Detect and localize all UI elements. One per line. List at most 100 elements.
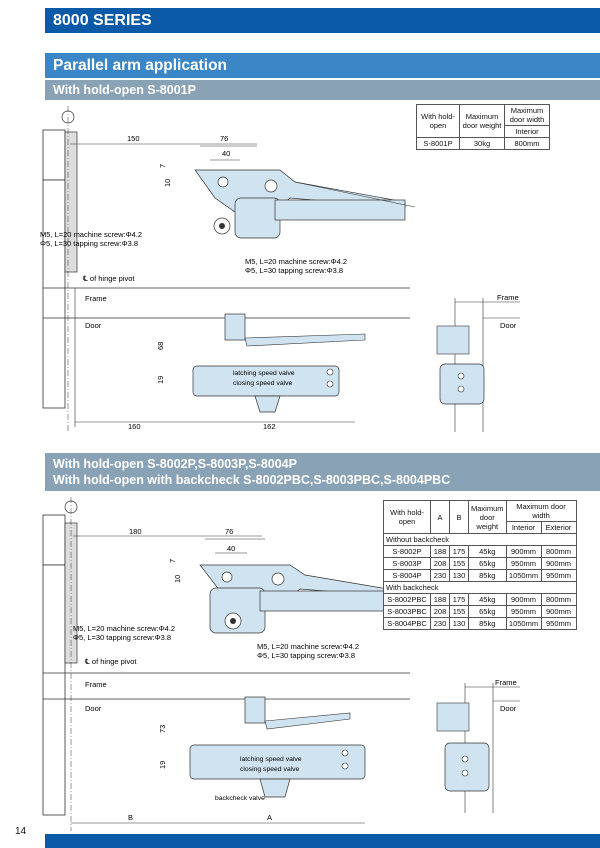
frame-label: Frame <box>85 294 107 303</box>
table-cell: S-8002P <box>383 545 431 558</box>
table-cell: S-8003PBC <box>383 605 431 618</box>
table-cell: 208 <box>430 605 450 618</box>
closing-valve-label: closing speed valve <box>240 766 300 773</box>
closer-top-view <box>199 564 401 634</box>
hinge-graphic <box>64 131 78 273</box>
table-cell: 155 <box>449 557 469 570</box>
th-max-width: Maximum door width <box>505 500 577 522</box>
table-cell: S-8004PBC <box>383 617 431 630</box>
th-interior: Interior <box>505 521 542 534</box>
dim-7: 7 <box>158 164 167 168</box>
footer-bar <box>45 834 600 848</box>
latching-valve-label: latching speed valve <box>240 756 302 763</box>
closer-front-view <box>189 696 366 798</box>
table-cell: 45kg <box>468 593 507 606</box>
th-with-holdopen: With hold-open <box>416 104 460 138</box>
diagram-s8002p: 180 76 40 7 10 M5, L=20 machine screw:Φ4… <box>42 497 520 831</box>
dim-68: 68 <box>156 342 165 350</box>
table-cell: 950mm <box>540 617 577 630</box>
th-max-width: Maximum door width <box>504 104 550 126</box>
door-label: Door <box>85 321 102 330</box>
table-cell: 130 <box>449 617 469 630</box>
closer-side-view <box>436 683 520 813</box>
dim-40: 40 <box>222 149 230 158</box>
th-exterior: Exterior <box>540 521 577 534</box>
th-b: B <box>449 500 469 534</box>
closing-valve-label: closing speed valve <box>233 380 293 387</box>
table-row: S-8004PBC 230 130 85kg 1050mm 950mm <box>383 617 577 630</box>
table-cell: 900mm <box>540 605 577 618</box>
screw-note-1b: Φ5, L=30 tapping screw:Φ3.8 <box>73 633 171 642</box>
screw-note-1a: M5, L=20 machine screw:Φ4.2 <box>40 230 142 239</box>
screw-note-2b: Φ5, L=30 tapping screw:Φ3.8 <box>245 266 343 275</box>
table-cell: 188 <box>430 545 450 558</box>
table-cell: 65kg <box>468 605 507 618</box>
side-door-label: Door <box>500 321 517 330</box>
wall-panel <box>42 179 66 409</box>
frame-label: Frame <box>85 680 107 689</box>
table-cell: 800mm <box>540 593 577 606</box>
series-header: 8000 SERIES <box>45 8 600 33</box>
dim-40: 40 <box>227 544 235 553</box>
table-cell: 230 <box>430 617 450 630</box>
screw-note-2a: M5, L=20 machine screw:Φ4.2 <box>245 257 347 266</box>
side-frame-label: Frame <box>497 293 519 302</box>
hinge-pivot-label: ℄ of hinge pivot <box>84 657 137 666</box>
table-cell: 800mm <box>540 545 577 558</box>
table-cell: 208 <box>430 557 450 570</box>
th-a: A <box>430 500 450 534</box>
subsection-title-1: With hold-open S-8001P <box>45 80 600 100</box>
screw-note-1a: M5, L=20 machine screw:Φ4.2 <box>73 624 175 633</box>
side-door-label: Door <box>500 704 517 713</box>
door-label: Door <box>85 704 102 713</box>
table-cell: 800mm <box>504 137 550 150</box>
dim-19: 19 <box>158 761 167 769</box>
section-title: Parallel arm application <box>45 53 600 78</box>
table-cell: S-8004P <box>383 569 431 582</box>
backcheck-valve-label: backcheck valve <box>215 795 265 802</box>
dim-19: 19 <box>156 376 165 384</box>
table-row: S-8002PBC 188 175 45kg 900mm 800mm <box>383 593 577 606</box>
table-cell: 188 <box>430 593 450 606</box>
table-row: S-8003PBC 208 155 65kg 950mm 900mm <box>383 605 577 618</box>
subsection-title-2-line2: With hold-open with backcheck S-8002PBC,… <box>53 473 451 487</box>
th-max-weight: Maximum door weight <box>468 500 507 534</box>
table-cell: S-8002PBC <box>383 593 431 606</box>
table-cell: 950mm <box>505 605 542 618</box>
dim-76: 76 <box>220 134 228 143</box>
closer-side-view <box>436 298 520 432</box>
table-cell: 1050mm <box>505 569 542 582</box>
hinge-pivot-label: ℄ of hinge pivot <box>82 274 135 283</box>
diagram-s8001p: 150 76 40 7 10 M5, L=20 machine screw:Φ4… <box>40 106 520 432</box>
dim-b: B <box>128 813 133 822</box>
dim-7: 7 <box>168 559 177 563</box>
dim-162: 162 <box>263 422 276 431</box>
table-cell: 900mm <box>540 557 577 570</box>
dim-a: A <box>267 813 272 822</box>
th-with-holdopen: With hold-open <box>383 500 431 534</box>
group-row-with-backcheck: With backcheck <box>383 581 577 594</box>
side-frame-label: Frame <box>495 678 517 687</box>
spec-table-s8001p: With hold-open Maximum door weight Maxim… <box>416 104 550 150</box>
table-cell: 85kg <box>468 569 507 582</box>
dim-76: 76 <box>225 527 233 536</box>
screw-note-1b: Φ5, L=30 tapping screw:Φ3.8 <box>40 239 138 248</box>
group-row-without-backcheck: Without backcheck <box>383 533 577 546</box>
dim-150: 150 <box>127 134 140 143</box>
th-max-weight: Maximum door weight <box>459 104 505 138</box>
table-cell: 950mm <box>505 557 542 570</box>
closer-top-view <box>194 169 416 239</box>
table-cell: S-8003P <box>383 557 431 570</box>
dim-180: 180 <box>129 527 142 536</box>
subsection-title-2-line1: With hold-open S-8002P,S-8003P,S-8004P <box>53 457 297 471</box>
table-cell: 1050mm <box>505 617 542 630</box>
dim-160: 160 <box>128 422 141 431</box>
wall-block <box>42 514 66 566</box>
table-cell: 155 <box>449 605 469 618</box>
table-cell: 230 <box>430 569 450 582</box>
table-cell: 175 <box>449 545 469 558</box>
wall-block <box>42 129 66 181</box>
table-cell: 175 <box>449 593 469 606</box>
spec-table-s8002p: With hold-open A B Maximum door weight M… <box>383 500 577 630</box>
table-cell: 65kg <box>468 557 507 570</box>
